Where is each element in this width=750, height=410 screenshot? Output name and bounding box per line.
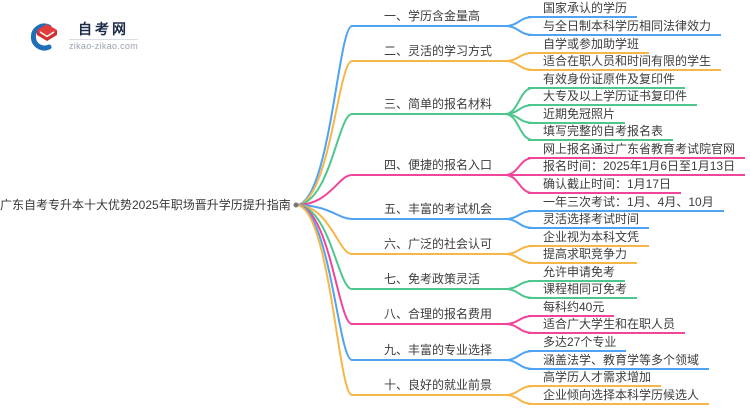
branch-7-topic[interactable]: 七、免考政策灵活 [384,272,481,286]
branch-5-subtopic-2[interactable]: 灵活选择考试时间 [528,212,650,229]
site-logo-icon [30,23,57,51]
branch-4-subtopic-3[interactable]: 确认截止时间：1月17日 [528,177,682,194]
branch-7-subtopic-2[interactable]: 课程相同可免考 [528,282,638,299]
branch-8-topic[interactable]: 八、合理的报名费用 [384,307,493,321]
branch-2-subtopic-2[interactable]: 适合在职人员和时间有限的学生 [528,54,722,71]
branch-10-topic[interactable]: 十、良好的就业前景 [384,378,493,392]
branch-9-subtopic-1[interactable]: 多达27个专业 [528,335,627,352]
branch-6-subtopic-1[interactable]: 企业视为本科文凭 [528,230,650,247]
branch-3-subtopic-3[interactable]: 近期免冠照片 [528,107,626,124]
hub-dot [293,202,299,208]
branch-10-subtopic-1[interactable]: 高学历人才需求增加 [528,370,662,387]
logo-divider [69,38,139,40]
branch-1-subtopic-2[interactable]: 与全日制本科学历相同法律效力 [528,19,722,36]
branch-9-topic[interactable]: 九、丰富的专业选择 [384,343,493,357]
branch-4-subtopic-1[interactable]: 网上报名通过广东省教育考试院官网 [528,142,746,159]
site-logo[interactable]: 自考网 zikao-zikao.com [28,20,139,52]
central-topic[interactable]: 广东自考专升本十大优势2025年职场晋升学历提升指南 [0,198,291,212]
branch-6-topic[interactable]: 六、广泛的社会认可 [384,237,493,251]
branch-3-subtopic-2[interactable]: 大专及以上学历证书复印件 [528,89,698,106]
branch-1-topic[interactable]: 一、学历含金量高 [384,9,481,23]
site-domain: zikao-zikao.com [69,40,139,51]
connector-branch-1 [295,25,506,206]
site-name: 自考网 [78,20,130,37]
branch-2-subtopic-1[interactable]: 自学或参加助学班 [528,37,650,54]
connector-branch-3 [295,113,506,206]
branch-3-subtopic-1[interactable]: 有效身份证原件及复印件 [528,72,686,89]
branch-7-subtopic-1[interactable]: 允许申请免考 [528,265,626,282]
branch-8-subtopic-2[interactable]: 适合广大学生和在职人员 [528,317,686,334]
branch-5-subtopic-1[interactable]: 一年三次考试：1月、4月、10月 [528,195,724,212]
branch-3-topic[interactable]: 三、简单的报名材料 [384,97,493,111]
branch-10-subtopic-2[interactable]: 企业倾向选择本科学历候选人 [528,388,710,405]
connector-branch-4 [295,174,506,206]
branch-3-subtopic-4[interactable]: 填写完整的自考报名表 [528,124,674,141]
branch-1-subtopic-1[interactable]: 国家承认的学历 [528,1,638,18]
branch-2-topic[interactable]: 二、灵活的学习方式 [384,44,493,58]
connector-branch-10 [295,204,506,396]
site-logo-text: 自考网 zikao-zikao.com [69,20,139,52]
branch-4-topic[interactable]: 四、便捷的报名入口 [384,158,493,172]
branch-4-subtopic-2[interactable]: 报名时间：2025年1月6日至1月13日 [528,159,746,176]
connector-branch-2 [295,60,506,206]
connector-branch-5 [295,204,506,220]
branch-6-subtopic-2[interactable]: 提高求职竞争力 [528,247,638,264]
branch-5-topic[interactable]: 五、丰富的考试机会 [384,202,493,216]
branch-9-subtopic-2[interactable]: 涵盖法学、教育学等多个领域 [528,353,710,370]
connector-branch-9 [295,204,506,361]
branch-8-subtopic-1[interactable]: 每科约40元 [528,300,615,317]
